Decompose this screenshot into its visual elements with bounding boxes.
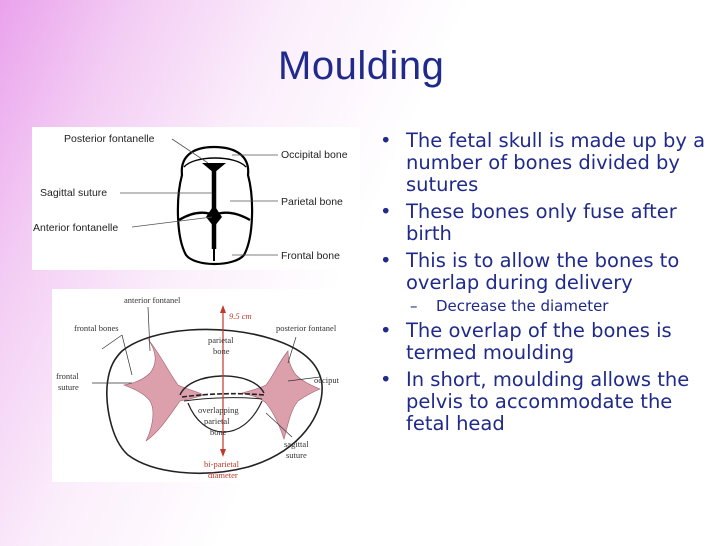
bullet-item: This is to allow the bones to overlap du… xyxy=(378,250,708,294)
label-frontal-suture-line1: frontal xyxy=(56,371,79,381)
sub-bullet-item: Decrease the diameter xyxy=(378,297,708,315)
moulding-side-view-figure: anterior fontanel 9.5 cm frontal bones p… xyxy=(52,289,348,482)
label-biparietal-line2: diameter xyxy=(208,470,238,480)
label-parietal-bone: Parietal bone xyxy=(281,196,343,208)
label-posterior-fontanelle: Posterior fontanelle xyxy=(64,133,155,145)
bullet-item: The overlap of the bones is termed mould… xyxy=(378,320,708,364)
label-sagittal-line1: sagittal xyxy=(284,439,309,449)
label-sagittal-line2: suture xyxy=(286,450,307,460)
moulding-side-view-diagram: anterior fontanel 9.5 cm frontal bones p… xyxy=(56,295,340,480)
label-posterior-fontanel: posterior fontanel xyxy=(276,323,337,333)
label-sagittal-suture: Sagittal suture xyxy=(40,187,107,199)
parietal-dome-line xyxy=(179,375,265,396)
label-overlapping-line1: overlapping xyxy=(198,405,239,415)
skull-top-view-figure: Posterior fontanelle Occipital bone Sagi… xyxy=(32,127,360,270)
bullet-list: The fetal skull is made up by a number o… xyxy=(378,130,708,435)
occipital-curve xyxy=(183,157,247,168)
label-parietal-line1: parietal xyxy=(208,335,234,345)
bullet-item: These bones only fuse after birth xyxy=(378,201,708,245)
skull-top-view-diagram: Posterior fontanelle Occipital bone Sagi… xyxy=(33,133,348,265)
anterior-fontanelle-shape xyxy=(206,205,222,227)
label-frontal-suture-line2: suture xyxy=(58,382,79,392)
label-occiput: occiput xyxy=(314,375,340,385)
label-anterior-fontanel: anterior fontanel xyxy=(124,295,181,305)
label-measurement: 9.5 cm xyxy=(229,311,252,321)
label-parietal-line2: bone xyxy=(213,346,230,356)
label-biparietal-line1: bi-parietal xyxy=(204,459,240,469)
posterior-fontanelle-shape xyxy=(202,163,226,173)
label-anterior-fontanelle: Anterior fontanelle xyxy=(33,222,118,234)
bullet-item: In short, moulding allows the pelvis to … xyxy=(378,369,708,435)
posterior-fontanel-area xyxy=(241,350,321,441)
slide-title: Moulding xyxy=(278,44,445,88)
bullet-item: The fetal skull is made up by a number o… xyxy=(378,130,708,196)
overlapping-bone-line xyxy=(181,392,265,398)
label-frontal-bone: Frontal bone xyxy=(281,250,340,262)
label-occipital-bone: Occipital bone xyxy=(281,149,348,161)
label-overlapping-line3: bone xyxy=(210,427,227,437)
label-frontal-bones: frontal bones xyxy=(74,323,119,333)
label-overlapping-line2: parietal xyxy=(204,416,230,426)
